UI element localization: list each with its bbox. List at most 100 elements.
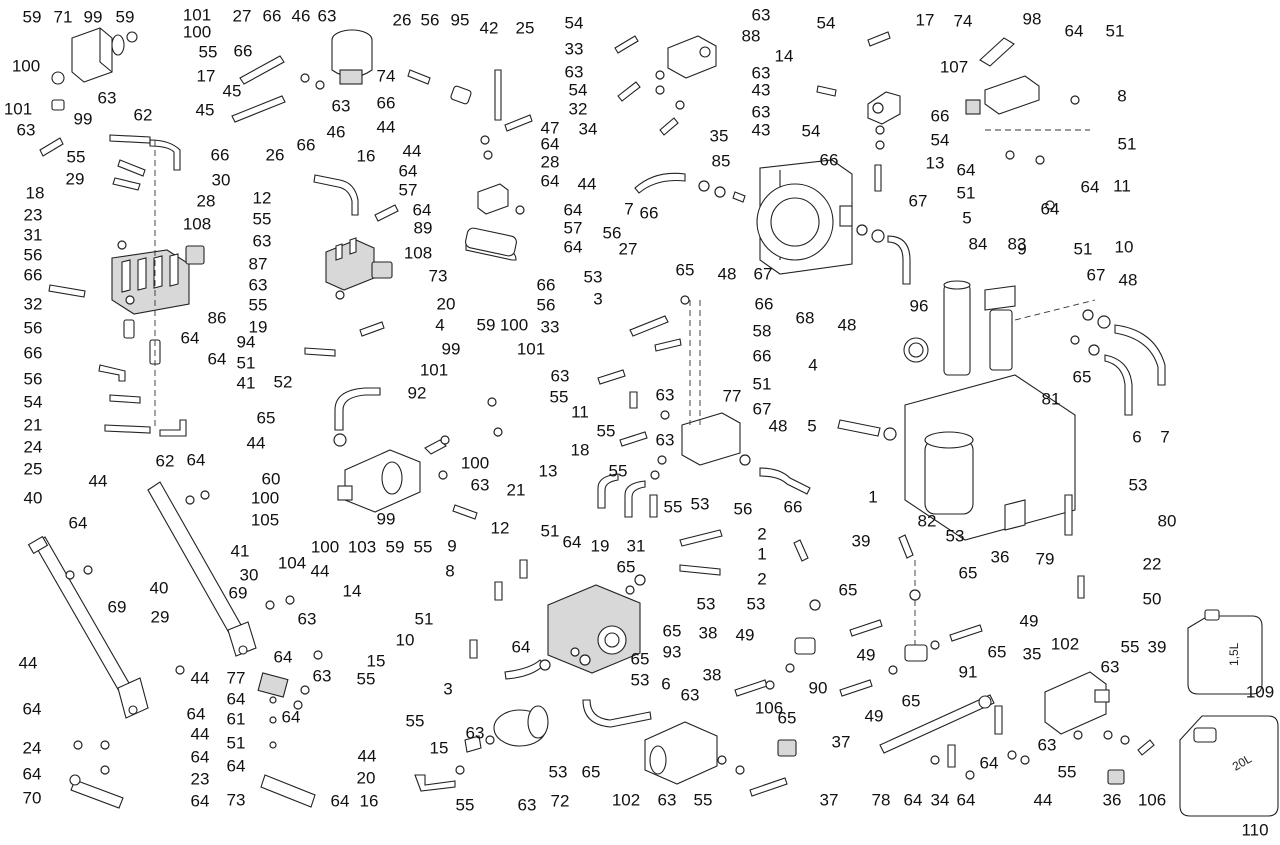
callout-part-53: 53 (584, 267, 603, 286)
callout-part-63: 63 (518, 795, 537, 814)
fittings-and-orings (65, 70, 1130, 780)
callout-part-33: 33 (541, 317, 560, 336)
callout-part-30: 30 (212, 170, 231, 189)
callout-part-55: 55 (67, 147, 86, 166)
callout-part-10: 10 (396, 630, 415, 649)
callout-part-15: 15 (367, 651, 386, 670)
callout-part-100: 100 (500, 315, 528, 334)
container-small-label: 1,5L (1227, 642, 1241, 666)
callout-part-6: 6 (661, 674, 670, 693)
callout-part-44: 44 (358, 746, 377, 765)
callout-part-67: 67 (754, 264, 773, 283)
callout-part-64: 64 (563, 532, 582, 551)
callout-part-64: 64 (957, 790, 976, 809)
callout-part-64: 64 (541, 171, 560, 190)
callout-part-56: 56 (24, 369, 43, 388)
callout-part-64: 64 (208, 349, 227, 368)
callout-part-63: 63 (298, 609, 317, 628)
callout-part-22: 22 (1143, 554, 1162, 573)
callout-part-68: 68 (796, 308, 815, 327)
pedal-assembly-98 (965, 37, 1090, 131)
callout-part-55: 55 (357, 669, 376, 688)
callout-part-63: 63 (17, 120, 36, 139)
hydraulic-tank-82 (904, 374, 1076, 541)
callout-part-73: 73 (429, 266, 448, 285)
callout-part-63: 63 (471, 475, 490, 494)
callout-part-53: 53 (691, 494, 710, 513)
callout-part-102: 102 (612, 790, 640, 809)
callout-part-96: 96 (910, 296, 929, 315)
callout-part-43: 43 (752, 80, 771, 99)
callout-part-44: 44 (377, 117, 396, 136)
cylinder-70 (69, 774, 124, 809)
callout-part-33: 33 (565, 39, 584, 58)
valve-89-cylinder-73 (465, 183, 517, 261)
callout-part-45: 45 (196, 100, 215, 119)
callout-part-44: 44 (89, 471, 108, 490)
callout-part-64: 64 (1065, 21, 1084, 40)
callout-part-101: 101 (4, 99, 32, 118)
callout-part-64: 64 (23, 764, 42, 783)
callout-part-77: 77 (723, 386, 742, 405)
callout-part-64: 64 (191, 791, 210, 810)
callout-part-108: 108 (183, 214, 211, 233)
callout-part-64: 64 (980, 753, 999, 772)
callout-part-63: 63 (466, 723, 485, 742)
callout-part-66: 66 (537, 275, 556, 294)
callout-part-44: 44 (191, 724, 210, 743)
callout-part-98: 98 (1023, 9, 1042, 28)
callout-part-106: 106 (1138, 790, 1166, 809)
callout-part-55: 55 (597, 421, 616, 440)
callout-part-36: 36 (1103, 790, 1122, 809)
callout-part-38: 38 (703, 665, 722, 684)
callout-part-66: 66 (755, 294, 774, 313)
callout-part-63: 63 (565, 62, 584, 81)
hose-5 (856, 224, 911, 285)
callout-part-25: 25 (516, 18, 535, 37)
callout-part-1: 1 (868, 487, 877, 506)
callout-part-41: 41 (231, 541, 250, 560)
callout-part-63: 63 (752, 102, 771, 121)
oil-container-20l: 20L (1179, 715, 1279, 817)
callout-part-3: 3 (593, 289, 602, 308)
callout-part-53: 53 (549, 762, 568, 781)
callout-part-109: 109 (1246, 682, 1274, 701)
callout-part-43: 43 (752, 120, 771, 139)
callout-part-49: 49 (736, 625, 755, 644)
callout-part-16: 16 (357, 146, 376, 165)
callout-part-55: 55 (249, 295, 268, 314)
parts-drawing: 1,5L 20L (27, 27, 1279, 817)
motor-72 (414, 705, 549, 792)
callout-part-74: 74 (377, 66, 396, 85)
callout-part-80: 80 (1158, 511, 1177, 530)
callout-part-21: 21 (507, 480, 526, 499)
callout-part-77: 77 (227, 668, 246, 687)
callout-part-64: 64 (512, 637, 531, 656)
callout-part-30: 30 (240, 565, 259, 584)
callout-part-54: 54 (24, 392, 43, 411)
callout-part-64: 64 (331, 791, 350, 810)
callout-part-44: 44 (19, 653, 38, 672)
callout-part-23: 23 (191, 769, 210, 788)
callout-part-56: 56 (421, 10, 440, 29)
callout-part-48: 48 (718, 264, 737, 283)
callout-part-57: 57 (399, 180, 418, 199)
callout-part-66: 66 (377, 93, 396, 112)
callout-part-100: 100 (251, 488, 279, 507)
pump-102-right (1044, 575, 1155, 785)
callout-part-66: 66 (234, 41, 253, 60)
callout-part-101: 101 (183, 5, 211, 24)
callout-part-54: 54 (569, 80, 588, 99)
callout-part-24: 24 (23, 738, 42, 757)
callout-part-3: 3 (443, 679, 452, 698)
callout-part-6: 6 (1132, 427, 1141, 446)
callout-part-53: 53 (946, 526, 965, 545)
callout-part-47: 47 (541, 118, 560, 137)
gauge-96 (903, 337, 929, 363)
callout-part-5: 5 (807, 416, 816, 435)
callout-part-37: 37 (820, 790, 839, 809)
callout-part-4: 4 (435, 315, 444, 334)
callout-part-64: 64 (1041, 199, 1060, 218)
callout-part-95: 95 (451, 10, 470, 29)
hose-7 (634, 172, 746, 203)
